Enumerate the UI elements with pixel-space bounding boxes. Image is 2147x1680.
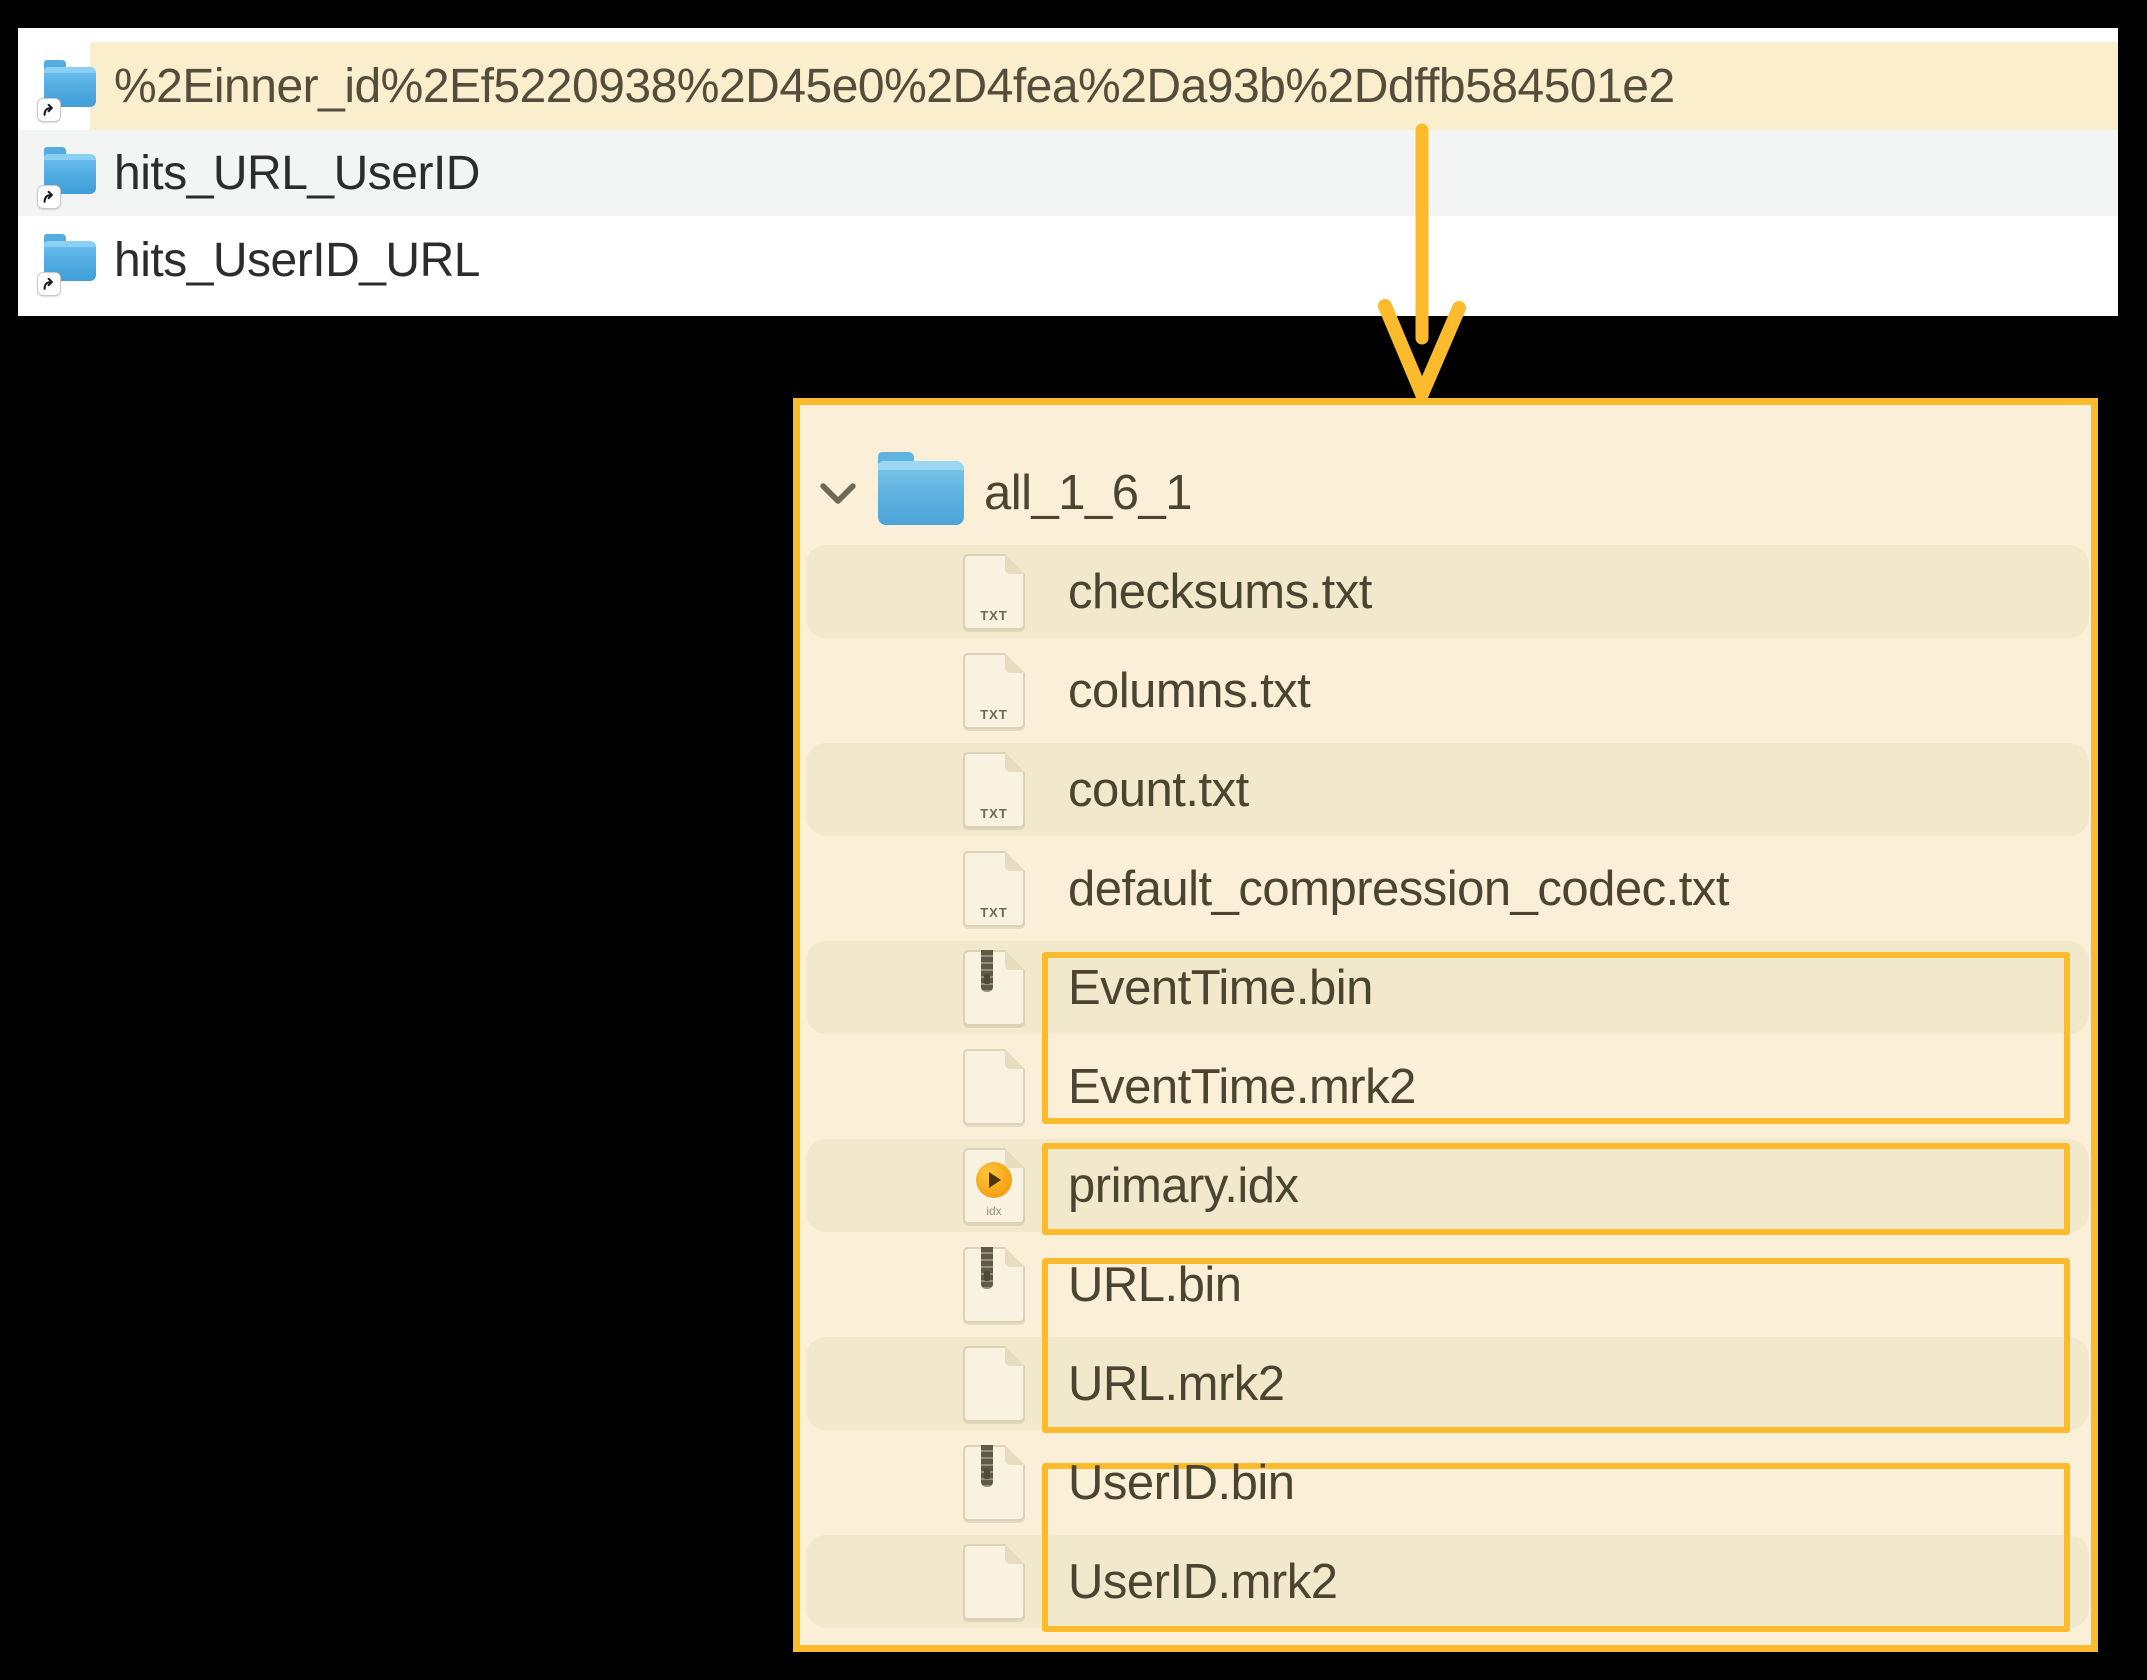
file-name: URL.mrk2 (1068, 1356, 1285, 1411)
file-row-userid-mrk2[interactable]: UserID.mrk2 (800, 1532, 2091, 1631)
file-row-primary-idx[interactable]: idx primary.idx (800, 1136, 2091, 1235)
annotation-box-url-group (1042, 1258, 2070, 1433)
blank-file-icon (963, 1543, 1025, 1620)
file-name: default_compression_codec.txt (1068, 861, 1730, 916)
bin-file-icon (963, 949, 1025, 1026)
file-name: UserID.mrk2 (1068, 1554, 1338, 1609)
file-name: checksums.txt (1068, 564, 1372, 619)
alias-arrow-icon (38, 273, 60, 295)
file-name: EventTime.bin (1068, 960, 1373, 1015)
blank-file-icon (963, 1048, 1025, 1125)
bin-file-icon (963, 1246, 1025, 1323)
file-name: URL.bin (1068, 1257, 1242, 1312)
folder-name: all_1_6_1 (984, 465, 1193, 520)
alias-arrow-icon (38, 99, 60, 121)
file-name: primary.idx (1068, 1158, 1299, 1213)
file-row-url-bin[interactable]: URL.bin (800, 1235, 2091, 1334)
folder-alias-icon (38, 229, 98, 295)
file-row-default-compression-codec[interactable]: TXT default_compression_codec.txt (800, 839, 2091, 938)
annotation-box-eventtime-group (1042, 952, 2070, 1124)
row-highlight (90, 42, 2118, 130)
file-row-checksums[interactable]: TXT checksums.txt (800, 542, 2091, 641)
file-name: count.txt (1068, 762, 1249, 817)
file-row-userid-bin[interactable]: UserID.bin (800, 1433, 2091, 1532)
file-row-eventtime-mrk2[interactable]: EventTime.mrk2 (800, 1037, 2091, 1136)
file-row-count[interactable]: TXT count.txt (800, 740, 2091, 839)
alias-arrow-icon (38, 186, 60, 208)
file-row-url-mrk2[interactable]: URL.mrk2 (800, 1334, 2091, 1433)
file-name: EventTime.mrk2 (1068, 1059, 1416, 1114)
folder-icon (878, 451, 964, 525)
part-directory-panel: all_1_6_1 TXT checksums.txt TXT columns.… (793, 398, 2098, 1652)
folder-row-hits-userid-url[interactable]: hits_UserID_URL (18, 216, 2118, 304)
txt-file-icon: TXT (963, 553, 1025, 630)
folder-row-inner-id[interactable]: %2Einner_id%2Ef5220938%2D45e0%2D4fea%2Da… (18, 42, 2118, 130)
annotation-box-userid-group (1042, 1463, 2070, 1632)
down-arrow-annotation (1378, 123, 1466, 401)
blank-file-icon (963, 1345, 1025, 1422)
tree-row-all-1-6-1[interactable]: all_1_6_1 (800, 443, 2091, 542)
finder-folder-list: %2Einner_id%2Ef5220938%2D45e0%2D4fea%2Da… (18, 28, 2118, 316)
idx-file-icon: idx (963, 1147, 1025, 1224)
txt-file-icon: TXT (963, 652, 1025, 729)
file-name: UserID.bin (1068, 1455, 1295, 1510)
folder-name: hits_UserID_URL (114, 233, 480, 287)
bin-file-icon (963, 1444, 1025, 1521)
folder-name: %2Einner_id%2Ef5220938%2D45e0%2D4fea%2Da… (114, 59, 1675, 113)
file-row-columns[interactable]: TXT columns.txt (800, 641, 2091, 740)
folder-name: hits_URL_UserID (114, 146, 480, 200)
txt-file-icon: TXT (963, 751, 1025, 828)
folder-row-hits-url-userid[interactable]: hits_URL_UserID (18, 130, 2118, 216)
folder-alias-icon (38, 142, 98, 208)
txt-file-icon: TXT (963, 850, 1025, 927)
annotation-box-primary-idx (1042, 1143, 2070, 1235)
chevron-down-icon[interactable] (818, 477, 858, 509)
file-name: columns.txt (1068, 663, 1311, 718)
folder-alias-icon (38, 55, 98, 121)
